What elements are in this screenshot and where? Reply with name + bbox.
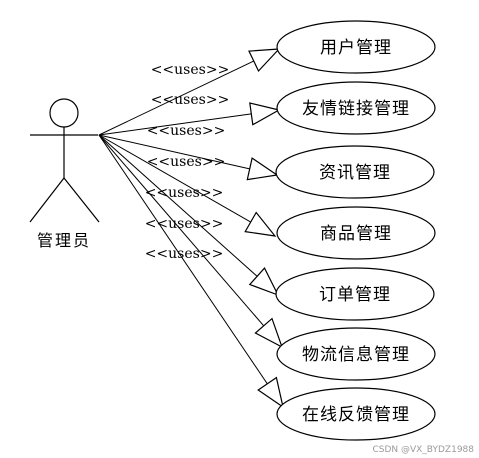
uses-label: <<uses>> [147,123,226,139]
uses-label: <<uses>> [145,185,224,201]
use-case-product-management: 商品管理 [276,206,436,260]
use-case-label: 资讯管理 [319,163,391,183]
association-line-logistics [98,134,265,327]
uses-label: <<uses>> [145,216,224,232]
association-line-product [98,134,251,223]
use-case-ellipse [276,387,436,441]
use-case-ellipse [276,20,436,74]
actor-label: 管理员 [37,231,91,250]
association-line-friend-link [98,113,252,136]
association-line-order [98,134,258,277]
actor-head [49,98,79,128]
use-case-label: 订单管理 [319,285,391,305]
actor-left-leg [29,177,65,223]
use-case-ellipse [276,327,436,381]
arrowhead-order [248,267,280,297]
arrowhead-logistics [254,317,284,349]
use-case-label: 用户管理 [320,38,392,58]
association-line-news [98,134,250,170]
association-line-feedback [98,134,268,385]
watermark: CSDN @VX_BYDZ1988 [372,445,474,455]
use-case-label: 商品管理 [320,224,392,244]
use-case-label: 友情链接管理 [302,99,410,119]
use-case-ellipse [275,267,435,321]
use-case-feedback-management: 在线反馈管理 [276,387,436,441]
use-cases: 用户管理 友情链接管理 资讯管理 商品管理 订单管理 物流信息管理 在线反馈管理 [275,20,436,441]
use-case-label: 在线反馈管理 [302,405,410,425]
arrowhead-product [244,211,277,237]
uses-label: <<uses>> [147,154,226,170]
actor: 管理员 [29,98,100,250]
associations: <<uses>> <<uses>> <<uses>> <<uses>> <<uses>>… [98,48,284,409]
use-case-ellipse [276,81,436,135]
use-case-news-management: 资讯管理 [275,145,435,199]
stick-figure-icon [29,98,100,223]
arrowhead-feedback [257,376,284,409]
arrowhead-friend-link [249,102,281,126]
use-case-order-management: 订单管理 [275,267,435,321]
arrowhead-user [248,48,281,73]
use-case-user-management: 用户管理 [276,20,436,74]
association-line-user [98,60,254,136]
uses-label: <<uses>> [145,246,224,262]
uses-label: <<uses>> [151,92,230,108]
use-case-friend-link-management: 友情链接管理 [276,81,436,135]
actor-right-leg [63,177,100,223]
arrowhead-news [246,157,279,181]
uses-label: <<uses>> [151,62,230,78]
use-case-label: 物流信息管理 [302,345,410,365]
use-case-ellipse [276,206,436,260]
use-case-ellipse [275,145,435,199]
use-case-logistics-management: 物流信息管理 [276,327,436,381]
